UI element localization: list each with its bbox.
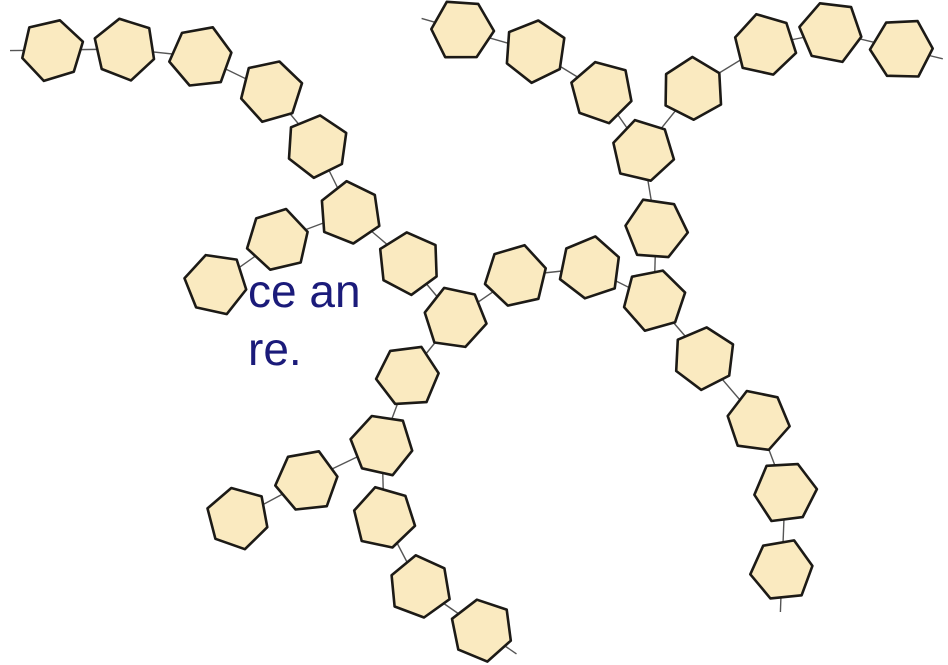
chain-end-bond [422,18,436,22]
glucose-ring [185,255,247,314]
glucose-ring [247,209,308,270]
glucose-ring [735,14,796,74]
glucose-ring [95,19,154,81]
glucose-ring [870,21,933,76]
glucose-ring [613,120,674,181]
glucose-ring [376,347,439,404]
glucose-ring [241,62,302,122]
glucose-ring [275,451,337,509]
chain-end-bond [929,56,943,59]
glucose-ring [351,416,413,475]
chain-end-bond [780,598,781,612]
glucose-ring [289,115,346,177]
glucose-ring [666,57,721,120]
glucose-ring [624,271,685,331]
glucose-ring [322,181,379,243]
glucose-ring [507,21,564,83]
glucose-ring [452,600,511,662]
glucose-ring [626,200,688,257]
glucose-ring [425,288,487,347]
glucose-ring [799,3,861,62]
glucose-ring [750,540,812,598]
glucose-ring [431,2,494,57]
chain-end-bond [505,646,517,654]
glucose-ring [392,555,450,617]
glucose-ring [485,245,546,305]
glucose-ring [169,27,231,85]
glucose-ring [676,327,733,390]
glucose-ring [754,464,817,521]
glucose-ring [560,236,619,298]
glucose-ring [22,20,83,81]
glucose-ring [571,62,631,123]
glucose-ring [208,488,268,549]
glucose-ring [354,487,415,547]
glucose-ring [728,391,790,450]
ring-layer [22,2,932,662]
